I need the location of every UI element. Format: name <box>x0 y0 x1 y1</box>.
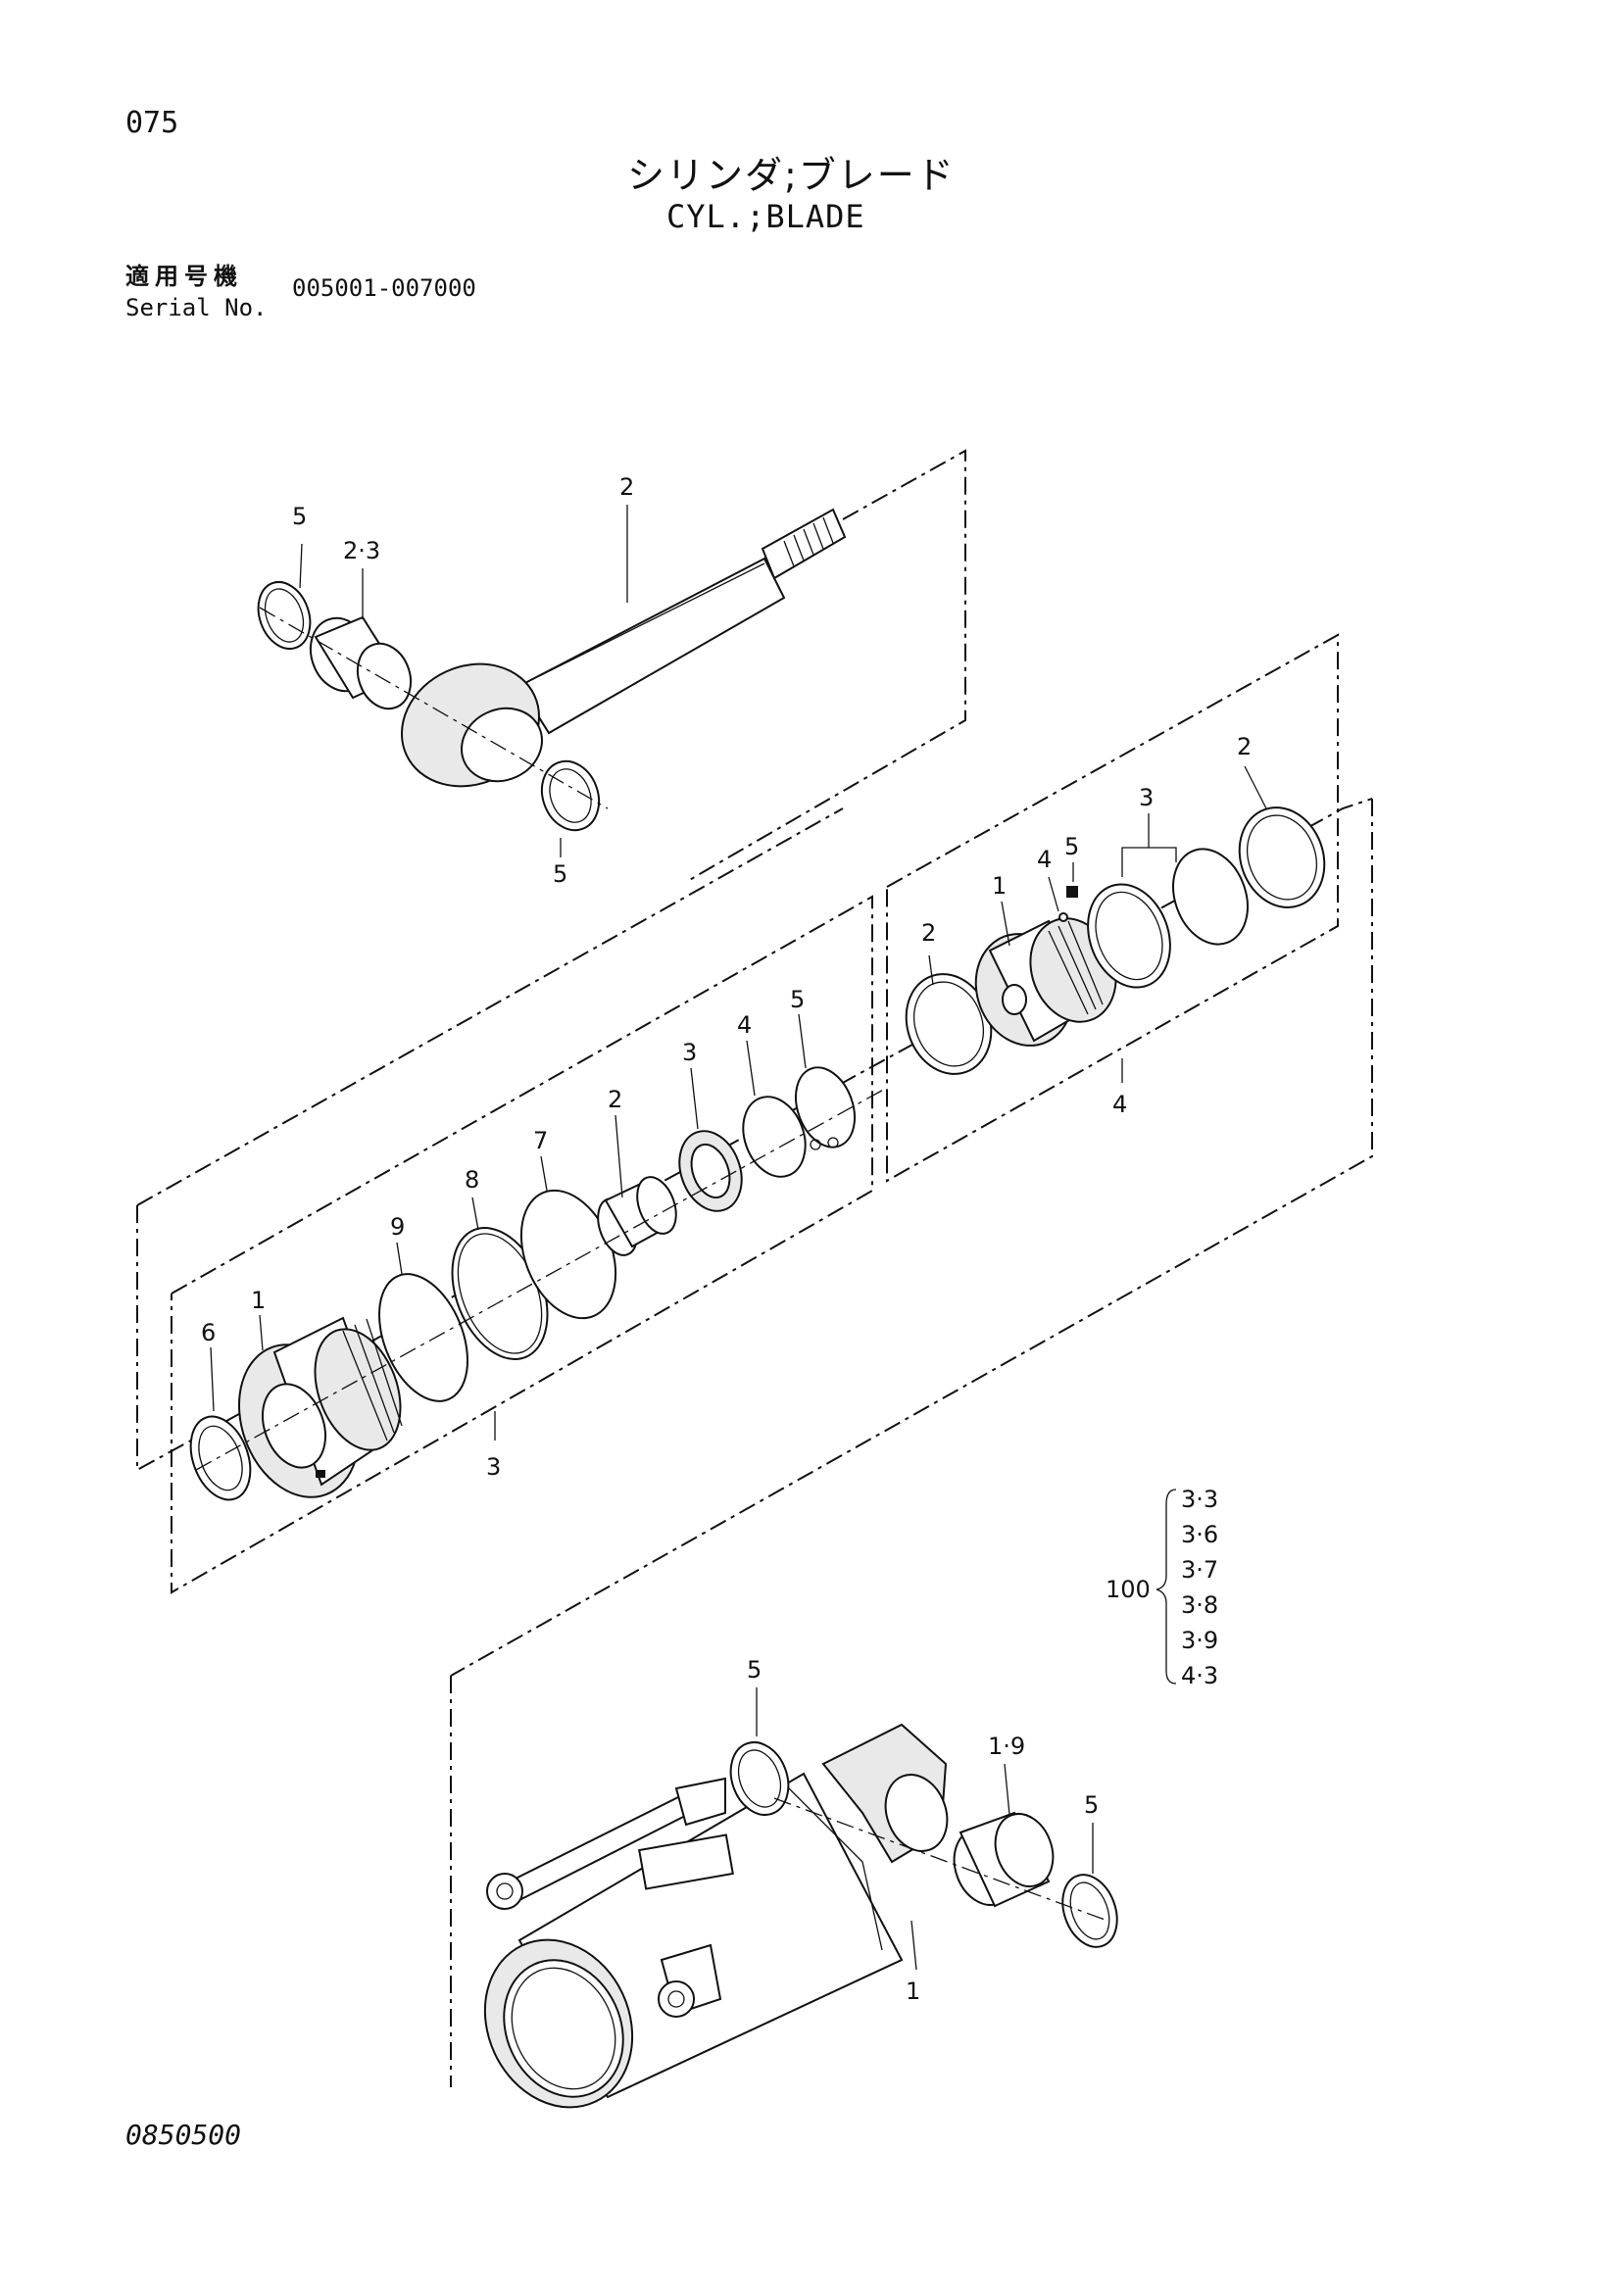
tube-piping <box>486 1777 734 2018</box>
head-backup-ring <box>742 1096 807 1178</box>
callout-rod-seal-right: 5 <box>553 860 567 888</box>
piston-seal-outer <box>1087 883 1171 989</box>
callout-cylinder-tube: 1 <box>906 1978 920 2005</box>
callout-tube-seal-right: 5 <box>1084 1791 1099 1819</box>
callout-head-bushing: 2 <box>608 1086 622 1113</box>
title-japanese: シリンダ;ブレード <box>627 154 956 197</box>
serial-label-japanese: 適用号機 <box>125 263 243 290</box>
rod-thread <box>761 508 847 580</box>
callout-head-snap-ring: 5 <box>790 986 805 1013</box>
cylinder-head <box>238 1316 403 1498</box>
serial-range: 005001-007000 <box>292 274 476 302</box>
callout-piston-seal-set: 3 <box>1139 784 1154 811</box>
callout-head-ring-9: 9 <box>390 1213 405 1241</box>
piston-outline <box>886 633 1339 1183</box>
callout-tube-seal-top: 5 <box>747 1656 762 1684</box>
callout-head-rod-seal: 3 <box>682 1039 697 1066</box>
head-assembly: 6 1 9 8 7 2 3 4 5 3 <box>171 895 888 1594</box>
assembly-leader-upper <box>136 807 844 1206</box>
piston-seal-inner <box>1172 848 1249 946</box>
callout-head-ring-8: 8 <box>465 1166 479 1194</box>
seal-kit-list: 100 3·3 3·6 3·7 3·8 3·9 4·3 <box>1106 1486 1218 1689</box>
page-number: 075 <box>125 106 179 140</box>
head-dust-seal <box>189 1415 252 1501</box>
kit-item: 3·3 <box>1181 1486 1218 1513</box>
piston-rod <box>517 557 786 735</box>
cylinder-tube-assembly: 5 1·9 5 1 <box>450 1656 1118 2109</box>
serial-label-english: Serial No. <box>125 294 268 321</box>
kit-item: 3·7 <box>1181 1556 1218 1584</box>
piston-group-label: 4 <box>1112 1091 1127 1118</box>
head-snap-ring <box>795 1066 856 1148</box>
callout-rod-bushing: 2·3 <box>343 537 380 564</box>
assembly-leader-lower <box>450 799 1373 1677</box>
tube-port-block <box>638 1833 734 1890</box>
callout-head-backup-ring: 4 <box>737 1011 752 1039</box>
tube-seal-top <box>729 1741 790 1816</box>
rod-bushing <box>309 615 413 710</box>
title-english: CYL.;BLADE <box>666 198 865 235</box>
kit-item: 3·6 <box>1181 1521 1218 1548</box>
rod-assembly: 5 2·3 2 5 <box>257 449 966 888</box>
callout-piston-ball: 4 <box>1037 846 1052 873</box>
piston-assembly: 2 1 4 5 3 2 4 <box>886 633 1339 1183</box>
kit-number: 100 <box>1106 1576 1151 1603</box>
callout-piston-rod: 2 <box>619 473 634 501</box>
rod-outline <box>685 449 966 883</box>
callout-tube-bushing: 1·9 <box>988 1733 1025 1760</box>
callout-piston-wear-ring-left: 2 <box>921 919 936 947</box>
callout-head-dust-seal: 6 <box>201 1319 216 1346</box>
kit-brace <box>1156 1489 1177 1685</box>
piston-ball <box>1058 912 1068 922</box>
tube-clevis <box>821 1723 949 1864</box>
piston-wear-ring-right <box>1238 806 1326 908</box>
head-group-label: 3 <box>486 1453 501 1481</box>
tube-bushing <box>953 1811 1055 1908</box>
callout-piston-wear-ring-right: 2 <box>1237 733 1252 760</box>
callout-piston-set-screw: 5 <box>1064 833 1079 860</box>
drawing-code: 0850500 <box>125 2119 242 2151</box>
rod-seal-right <box>540 759 601 832</box>
rod-seal-left <box>257 581 312 650</box>
callout-rod-seal-left: 5 <box>292 503 307 530</box>
piston-set-screw <box>1066 886 1078 898</box>
tube-seal-right <box>1061 1874 1118 1948</box>
kit-item: 3·8 <box>1181 1591 1218 1619</box>
callout-head-ring-7: 7 <box>533 1127 548 1154</box>
callout-cylinder-head: 1 <box>251 1287 266 1314</box>
head-outline <box>171 895 873 1594</box>
kit-item: 4·3 <box>1181 1662 1218 1689</box>
head-ring-9 <box>378 1273 468 1402</box>
callout-piston-body: 1 <box>992 872 1007 900</box>
kit-item: 3·9 <box>1181 1627 1218 1654</box>
